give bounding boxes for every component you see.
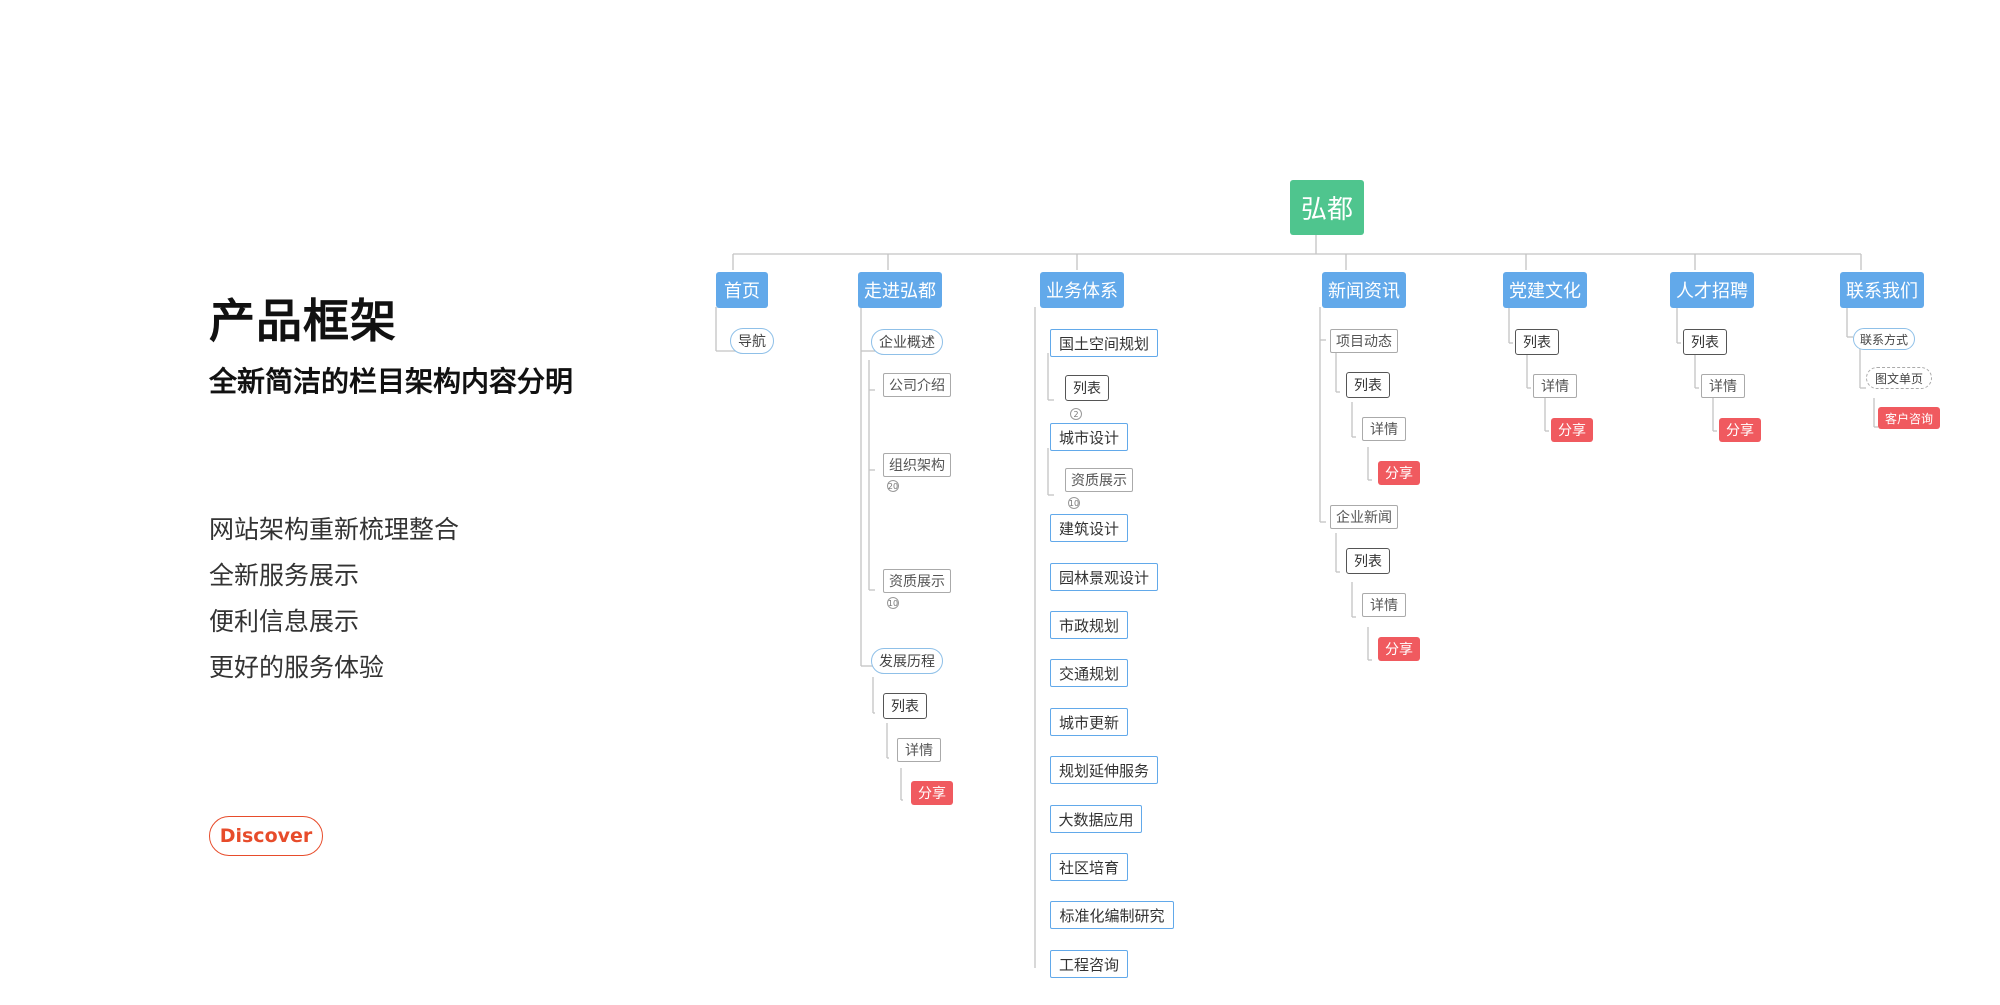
node-land-planning: 国土空间规划 (1050, 329, 1158, 357)
node-big-data: 大数据应用 (1050, 805, 1142, 833)
node-list: 列表 (1515, 329, 1559, 355)
node-list: 列表 (1346, 548, 1390, 574)
node-community: 社区培育 (1050, 853, 1128, 881)
node-nav: 导航 (730, 328, 774, 354)
node-customer-inquiry: 客户咨询 (1878, 407, 1940, 429)
page-subtitle: 全新简洁的栏目架构内容分明 (209, 365, 574, 398)
count-badge: 20 (887, 480, 899, 492)
node-share: 分享 (1378, 637, 1420, 661)
node-org-structure: 组织架构 (883, 453, 951, 477)
column-business: 业务体系 (1040, 272, 1124, 308)
node-landscape: 园林景观设计 (1050, 563, 1158, 591)
column-party: 党建文化 (1503, 272, 1587, 308)
page-title: 产品框架 (209, 294, 397, 348)
node-list: 列表 (883, 693, 927, 719)
column-news: 新闻资讯 (1322, 272, 1406, 308)
discover-button[interactable]: Discover (209, 816, 323, 856)
node-detail: 详情 (1362, 417, 1406, 441)
feature-line: 便利信息展示 (209, 607, 360, 636)
node-extended-service: 规划延伸服务 (1050, 756, 1158, 784)
feature-line: 全新服务展示 (209, 561, 360, 590)
node-qualification: 资质展示 (883, 569, 951, 593)
node-list: 列表 (1065, 375, 1109, 401)
tree-root-node: 弘都 (1290, 180, 1364, 235)
node-detail: 详情 (897, 738, 941, 762)
node-project-news: 项目动态 (1330, 329, 1398, 353)
node-municipal: 市政规划 (1050, 611, 1128, 639)
node-company-intro: 公司介绍 (883, 373, 951, 397)
node-detail: 详情 (1701, 374, 1745, 398)
feature-line: 更好的服务体验 (209, 653, 385, 682)
node-share: 分享 (911, 781, 953, 805)
column-jobs: 人才招聘 (1670, 272, 1754, 308)
column-about: 走进弘都 (858, 272, 942, 308)
node-list: 列表 (1346, 372, 1390, 398)
node-traffic: 交通规划 (1050, 659, 1128, 687)
node-architecture: 建筑设计 (1050, 514, 1128, 542)
feature-line: 网站架构重新梳理整合 (209, 515, 460, 544)
node-history: 发展历程 (871, 648, 943, 674)
node-overview: 企业概述 (871, 329, 943, 355)
node-renewal: 城市更新 (1050, 708, 1128, 736)
node-company-news: 企业新闻 (1330, 505, 1398, 529)
node-share: 分享 (1719, 418, 1761, 442)
node-detail: 详情 (1362, 593, 1406, 617)
node-list: 列表 (1683, 329, 1727, 355)
node-standards: 标准化编制研究 (1050, 901, 1174, 929)
node-urban-design: 城市设计 (1050, 423, 1128, 451)
node-share: 分享 (1551, 418, 1593, 442)
count-badge: 10 (1068, 497, 1080, 509)
column-homepage: 首页 (716, 272, 768, 308)
node-share: 分享 (1378, 461, 1420, 485)
node-qualification: 资质展示 (1065, 468, 1133, 492)
node-single-page: 图文单页 (1866, 367, 1932, 389)
node-consulting: 工程咨询 (1050, 950, 1128, 978)
count-badge: 2 (1070, 408, 1082, 420)
column-contact: 联系我们 (1840, 272, 1924, 308)
count-badge: 10 (887, 597, 899, 609)
node-detail: 详情 (1533, 374, 1577, 398)
node-contact-info: 联系方式 (1853, 328, 1915, 350)
